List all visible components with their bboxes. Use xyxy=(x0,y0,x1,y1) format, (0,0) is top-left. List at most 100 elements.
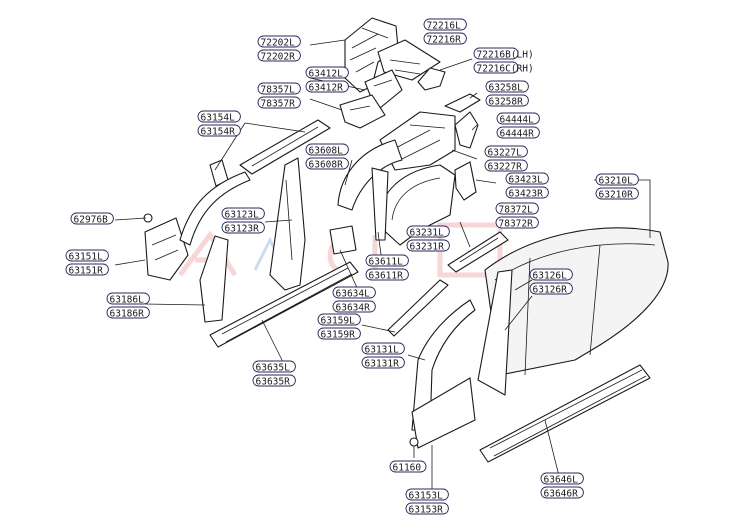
callout-tag-frame xyxy=(257,35,301,48)
part-number-label: 63126L xyxy=(533,270,568,281)
callout-tag-frame xyxy=(389,460,427,473)
part-number-label: 63412L xyxy=(309,68,344,79)
part-number-label: 72216B(LH) xyxy=(477,49,534,60)
callout-tag-frame xyxy=(540,486,584,499)
part-number-label: 63423R xyxy=(509,188,544,199)
part-number-label: 63423L xyxy=(509,174,544,185)
part-61160-nut xyxy=(409,437,419,447)
part-78372-gusset xyxy=(447,231,509,273)
part-72202-rear-upper-bracket xyxy=(344,17,399,93)
callout-63123: 63123L 63123R xyxy=(221,207,265,234)
part-number-label: 63231R xyxy=(410,241,445,252)
part-number-label: 72216C(RH) xyxy=(477,63,534,74)
part-number-label: 63153L xyxy=(409,490,444,501)
callout-tag-frame xyxy=(496,112,540,125)
part-number-label: 64444L xyxy=(500,114,535,125)
callout-tag-frame xyxy=(595,173,639,186)
callout-tag-frame xyxy=(305,157,349,170)
callout-tag-frame xyxy=(540,472,584,485)
part-number-label: 72202R xyxy=(261,51,296,62)
callout-62976: 62976B xyxy=(70,212,114,225)
part-63126-center-pillar-outer xyxy=(477,269,513,396)
part-72216B-bracket xyxy=(417,67,446,91)
part-number-label: 63231L xyxy=(410,227,445,238)
part-63186-a-pillar-arc xyxy=(179,171,251,246)
part-number-label: 64444R xyxy=(500,128,535,139)
callout-tag-frame xyxy=(305,143,349,156)
callout-tag-frame xyxy=(197,124,241,137)
part-63611-stiffener xyxy=(371,167,389,241)
callout-tag-frame xyxy=(485,94,529,107)
part-number-label: 72216L xyxy=(427,20,462,31)
part-number-label: 63210R xyxy=(599,189,634,200)
part-number-label: 63123L xyxy=(225,209,260,220)
callout-tag-frame xyxy=(257,49,301,62)
part-number-label: 63154L xyxy=(201,112,236,123)
callout-tag-frame xyxy=(106,306,150,319)
callout-tag-frame xyxy=(70,212,114,225)
callout-tag-frame xyxy=(305,66,349,79)
part-number-label: 63126R xyxy=(533,284,568,295)
part-64444-wheelhouse-bracket xyxy=(454,111,479,149)
callout-tag-frame xyxy=(529,282,573,295)
callout-tag-frame xyxy=(252,360,296,373)
leader-lines xyxy=(114,39,651,496)
callout-63186: 63186L 63186R xyxy=(106,292,150,319)
callout-tag-frame xyxy=(423,18,467,31)
part-number-label: 61160 xyxy=(393,462,422,473)
part-63131-front-pillar-outer xyxy=(411,299,476,431)
callout-63126: 63126L 63126R xyxy=(529,268,573,295)
callout-tag-frame xyxy=(305,80,349,93)
part-number-label: 63227L xyxy=(488,147,523,158)
part-number-label: 63159R xyxy=(321,329,356,340)
callout-tag-frame xyxy=(473,47,519,60)
part-number-label: 63151R xyxy=(69,265,104,276)
part-number-label: 63186R xyxy=(110,308,145,319)
part-number-label: 63131R xyxy=(365,358,400,369)
part-number-label: 78357L xyxy=(261,84,296,95)
callout-tag-frame xyxy=(505,172,549,185)
part-number-label: 63608R xyxy=(309,159,344,170)
callout-tag-frame xyxy=(257,82,301,95)
callout-63634: 63634L 63634R xyxy=(332,286,376,313)
part-number-label: 63123R xyxy=(225,223,260,234)
callout-tag-frame xyxy=(65,249,109,262)
part-number-label: 62976B xyxy=(74,214,109,225)
callout-tag-frame xyxy=(332,286,376,299)
part-63210-body-side-outer xyxy=(484,227,669,376)
part-number-label: 63159L xyxy=(321,315,356,326)
part-72216-panel xyxy=(377,39,441,81)
part-number-label: 63186L xyxy=(110,294,145,305)
part-number-label: 63611R xyxy=(369,270,404,281)
part-number-label: 63634L xyxy=(336,288,371,299)
callout-tag-frame xyxy=(405,488,449,501)
callout-tag-frame xyxy=(221,207,265,220)
part-63123-center-pillar-inner xyxy=(269,157,306,291)
callout-tag-frame xyxy=(197,110,241,123)
part-number-label: 63634R xyxy=(336,302,371,313)
callout-61160: 61160 xyxy=(389,460,427,473)
part-number-label: 78372R xyxy=(499,218,534,229)
part-63258-bracket xyxy=(444,93,481,113)
callout-tag-frame xyxy=(365,268,409,281)
callout-tag-frame xyxy=(423,32,467,45)
callout-tag-frame xyxy=(484,145,528,158)
part-63635-side-sill-inner xyxy=(209,261,359,348)
callout-tag-frame xyxy=(221,221,265,234)
callout-63159: 63159L 63159R xyxy=(317,313,361,340)
part-63423-bracket xyxy=(454,161,477,201)
part-number-label: 63154R xyxy=(201,126,236,137)
callout-63423: 63423L 63423R xyxy=(505,172,549,199)
callout-63154: 63154L 63154R xyxy=(197,110,241,137)
